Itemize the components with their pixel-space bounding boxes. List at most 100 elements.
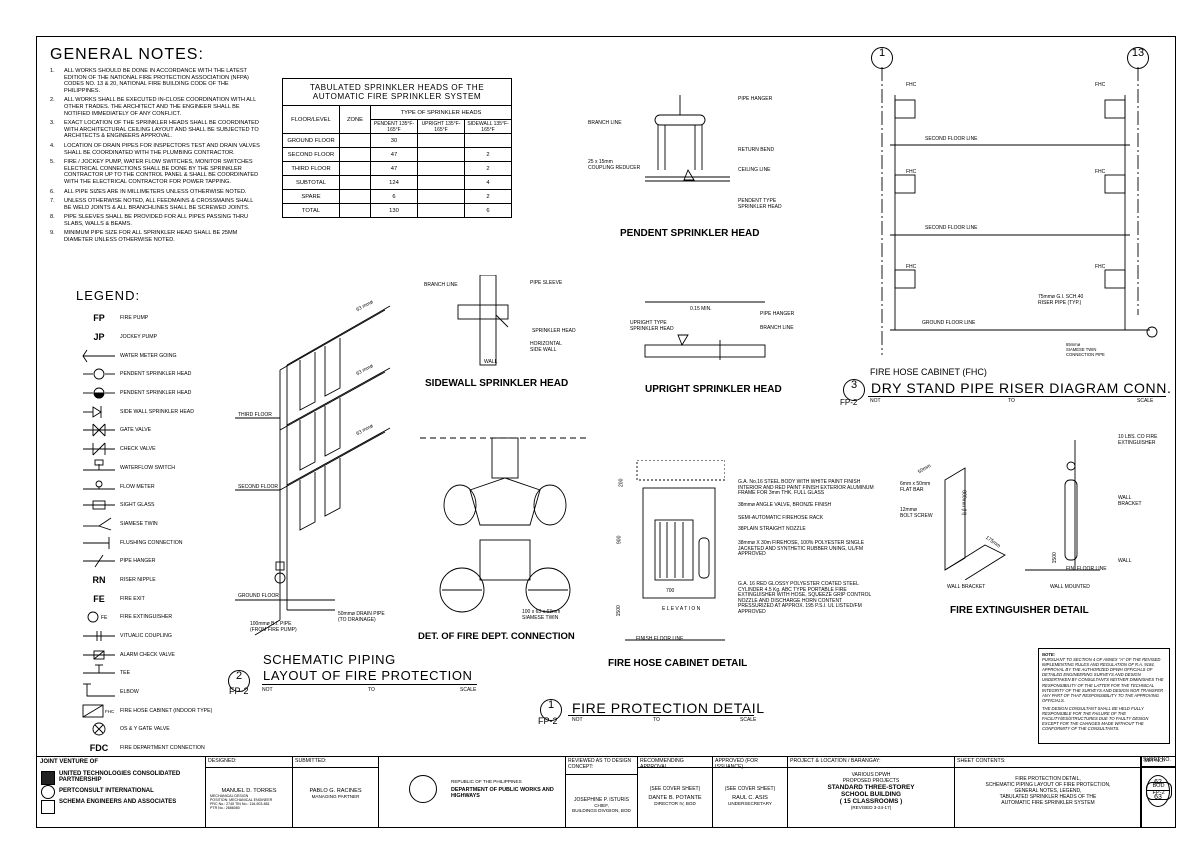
label-wall: WALL: [484, 359, 498, 365]
legend-item: WATERFLOW SWITCH: [78, 459, 258, 478]
pertconsult-logo: [41, 785, 55, 799]
riser-subtitle: FIRE HOSE CABINET (FHC): [870, 367, 987, 377]
dpwh-cell: REPUBLIC OF THE PHILIPPINES DEPARTMENT O…: [378, 757, 565, 828]
dim-200: 200: [618, 478, 625, 487]
col-sidewall: SIDEWALL 135°F-165°F: [464, 119, 512, 134]
legend-item: SIAMESE TWIN: [78, 515, 258, 534]
fe-abbr: FE: [93, 593, 105, 604]
pendent-head-icon: [78, 364, 120, 384]
legend-label: OS & Y GATE VALVE: [120, 726, 170, 733]
dim-900: 900: [616, 535, 623, 544]
legend-item: PIPE HANGER: [78, 552, 258, 571]
label-branch-line: BRANCH LINE: [760, 325, 794, 331]
svg-text:FHC: FHC: [105, 709, 115, 714]
col-upright: UPRIGHT 135°F-165°F: [417, 119, 465, 134]
wall-label: WALL: [1118, 558, 1132, 564]
fhc-note: G.A. 16 RED GLOSSY POLYESTER COATED STEE…: [738, 581, 872, 615]
title-underline: [568, 715, 754, 716]
scale-to: TO: [653, 717, 660, 723]
alarm-check-valve-icon: [78, 645, 120, 665]
general-note-item: 2.ALL WORKS SHALL BE EXECUTED IN-CLOSE C…: [50, 97, 256, 117]
schematic-title-2: LAYOUT OF FIRE PROTECTION: [263, 668, 473, 683]
sheet-ref: FP-2: [840, 398, 858, 407]
fhc-label: FHC: [1095, 169, 1106, 175]
detail-number-badge: 2: [228, 670, 250, 692]
pipe-hanger-icon: [78, 551, 120, 571]
legend-item: ELBOW: [78, 683, 258, 702]
pendent-head-half-icon: [78, 383, 120, 403]
dpwh-seal: [409, 775, 437, 803]
sheet-number-badge: 62 63: [1146, 775, 1170, 807]
legend-item: PENDENT SPRINKLER HEAD: [78, 365, 258, 384]
table-caption-line-1: TABULATED SPRINKLER HEADS OF THE: [309, 83, 485, 92]
legend-label: FLUSHING CONNECTION: [120, 539, 183, 546]
col-pendent: PENDENT 135°F-165°F: [370, 119, 418, 134]
label-branch-line: BRANCH LINE: [588, 120, 622, 126]
general-note-item: 8.PIPE SLEEVES SHALL BE PROVIDED FOR ALL…: [50, 214, 249, 227]
sidewall-title: SIDEWALL SPRINKLER HEAD: [425, 378, 569, 389]
col-floor: FLOOR/LEVEL: [282, 105, 340, 134]
fhc-label: FHC: [906, 264, 917, 270]
label-sprinkler-head: SPRINKLER HEAD: [532, 328, 576, 334]
legend-label: PIPE HANGER: [120, 558, 156, 565]
legend-title: LEGEND:: [76, 288, 141, 303]
sheet-contents-cell: SHEET CONTENTS: FIRE PROTECTION DETAIL, …: [954, 757, 1141, 828]
fire-hose-cabinet-icon: FHC: [78, 701, 120, 721]
fire-hose-cabinet-drawing: [625, 460, 725, 641]
label-branch-line: BRANCH LINE: [424, 282, 458, 288]
legend-label: VITUALIC COUPLING: [120, 633, 172, 640]
legend-label: FIRE EXIT: [120, 595, 145, 602]
sheet-no-cell: SHEET NO. 62 63: [1140, 756, 1175, 827]
elevation-label: E L E V A T I O N: [662, 606, 701, 612]
second-floor-line-label: SECOND FLOOR LINE: [925, 136, 978, 142]
scale-not: NOT: [572, 717, 583, 723]
fire-extinguisher-icon: FE: [78, 607, 120, 627]
grid-bubble-1: 1: [871, 47, 893, 69]
scale-to: TO: [1008, 398, 1015, 404]
upright-title: UPRIGHT SPRINKLER HEAD: [645, 384, 782, 395]
general-note-item: 6.ALL PIPE SIZES ARE IN MILLIMETERS UNLE…: [50, 188, 247, 195]
fire-protection-detail-title: FIRE PROTECTION DETAIL: [572, 700, 765, 716]
legend-label: FIRE EXTINGUISHER: [120, 614, 173, 621]
title-underline: [868, 396, 1166, 397]
legend-item: VITUALIC COUPLING: [78, 627, 258, 646]
legend-label: RISER NIPPLE: [120, 576, 156, 583]
finish-floor-label: FINISH FLOOR LINE: [636, 636, 684, 642]
legend-label: FIRE PUMP: [120, 315, 149, 322]
legend-label: SIAMESE TWIN: [120, 520, 158, 527]
fhc-note: SEMI-AUTOMATIC FIREHOSE RACK: [738, 515, 824, 521]
project-cell: PROJECT & LOCATION / BARANGAY: VARIOUS D…: [787, 757, 954, 828]
legend-label: SIGHT GLASS: [120, 502, 155, 509]
table-caption-line-2: AUTOMATIC FIRE SPRINKLER SYSTEM: [312, 92, 482, 101]
recommending-cell: RECOMMENDING APPROVAL (SEE COVER SHEET) …: [637, 757, 712, 828]
wall-bracket-label: WALL BRACKET: [947, 584, 986, 590]
submitted-cell: SUBMITTED: PABLO G. RACINES MANAGING PAR…: [292, 757, 378, 828]
col-zone: ZONE: [339, 105, 371, 134]
general-note-item: 4.LOCATION OF DRAIN PIPES FOR INSPECTORS…: [50, 142, 260, 156]
legend-label: JOCKEY PUMP: [120, 334, 158, 341]
fhc-label: FHC: [906, 82, 917, 88]
gate-valve-icon: [78, 420, 120, 440]
joint-venture-cell: JOINT VENTURE OF UNITED TECHNOLOGIES CON…: [37, 757, 205, 828]
sidewall-sprinkler-drawing: [457, 275, 509, 366]
upright-sprinkler-drawing: [644, 301, 766, 360]
title-underline: [262, 684, 477, 685]
label-ceiling-line: CEILING LINE: [738, 167, 771, 173]
legend-item: SIDE WALL SPRINKLER HEAD: [78, 402, 258, 421]
general-notes-title: GENERAL NOTES:: [50, 46, 204, 63]
legend-item: ALARM CHECK VALVE: [78, 645, 258, 664]
legend-item: FLUSHING CONNECTION: [78, 533, 258, 552]
